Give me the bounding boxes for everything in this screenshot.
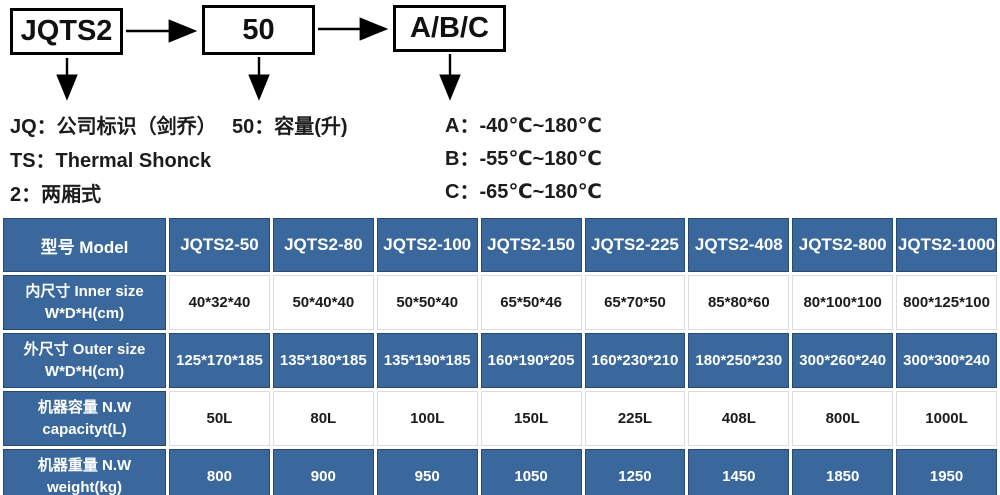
inner-size-label-en: W*D*H(cm) [44,304,125,322]
inner-size-value: 80*100*100 [792,275,894,330]
header-model-4: JQTS2-225 [584,218,686,272]
outer-size-value: 135*180*185 [272,333,374,388]
outer-size-value: 125*170*185 [169,333,270,388]
weight-value: 800 [169,449,270,495]
outer-size-value: 180*250*230 [688,333,790,388]
temp-range-code-label: A/B/C [410,12,489,44]
spec-table: 型号 Model JQTS2-50 JQTS2-80 JQTS2-100 JQT… [0,215,1000,495]
inner-size-value: 50*50*40 [376,275,478,330]
inner-size-value: 50*40*40 [272,275,374,330]
capacity-value: 150L [480,391,582,446]
capacity-label: 机器容量 N.W capacityt(L) [3,391,166,446]
prefix-legend: JQ：公司标识（剑乔） TS：Thermal Shonck 2：两厢式 [10,110,217,212]
inner-size-value: 85*80*60 [688,275,790,330]
model-prefix-label: JQTS2 [20,15,113,47]
legend-c: C：-65℃~180℃ [445,181,602,203]
outer-size-value: 160*230*210 [584,333,686,388]
capacity-code-box: 50 [202,5,315,55]
weight-value: 1250 [584,449,686,495]
table-header-row: 型号 Model JQTS2-50 JQTS2-80 JQTS2-100 JQT… [3,218,997,272]
temp-range-legend: A：-40℃~180℃ B：-55℃~180℃ C：-65℃~180℃ [445,110,602,209]
capacity-label-cn: 机器容量 N.W [37,398,132,416]
outer-size-label-en: W*D*H(cm) [44,362,125,380]
weight-row: 机器重量 N.W weight(kg) 800 900 950 1050 125… [3,449,997,495]
weight-value: 1850 [792,449,894,495]
capacity-code-label: 50 [242,13,275,46]
capacity-label-en: capacityt(L) [42,420,127,438]
capacity-value: 100L [376,391,478,446]
inner-size-value: 40*32*40 [169,275,270,330]
header-model-1: JQTS2-80 [272,218,374,272]
weight-label-cn: 机器重量 N.W [37,456,132,474]
header-model-2: JQTS2-100 [376,218,478,272]
inner-size-label-cn: 内尺寸 Inner size [25,282,144,300]
outer-size-label-cn: 外尺寸 Outer size [23,340,146,358]
weight-value: 900 [272,449,374,495]
capacity-legend: 50：容量(升) [232,110,348,144]
outer-size-row: 外尺寸 Outer size W*D*H(cm) 125*170*185 135… [3,333,997,388]
capacity-value: 800L [792,391,894,446]
header-model-label: 型号 Model [3,218,166,272]
inner-size-label: 内尺寸 Inner size W*D*H(cm) [3,275,166,330]
header-model-0: JQTS2-50 [169,218,270,272]
legend-50: 50：容量(升) [232,116,348,138]
capacity-value: 1000L [896,391,997,446]
header-model-5: JQTS2-408 [688,218,790,272]
capacity-value: 225L [584,391,686,446]
weight-label: 机器重量 N.W weight(kg) [3,449,166,495]
model-prefix-box: JQTS2 [10,8,123,55]
legend-jq: JQ：公司标识（剑乔） [10,116,217,138]
weight-value: 1950 [896,449,997,495]
weight-value: 1050 [480,449,582,495]
header-model-6: JQTS2-800 [792,218,894,272]
header-model-7: JQTS2-1000 [896,218,997,272]
model-code-diagram: JQTS2 50 A/B/C JQ：公司标识（剑乔） TS：Thermal Sh… [0,0,1000,212]
capacity-value: 408L [688,391,790,446]
inner-size-value: 65*70*50 [584,275,686,330]
outer-size-value: 135*190*185 [376,333,478,388]
outer-size-value: 300*300*240 [896,333,997,388]
weight-label-en: weight(kg) [47,478,122,495]
legend-ts: TS：Thermal Shonck [10,150,212,172]
inner-size-value: 65*50*46 [480,275,582,330]
weight-value: 950 [376,449,478,495]
outer-size-value: 160*190*205 [480,333,582,388]
legend-2: 2：两厢式 [10,184,102,206]
diagram-arrow-lines [56,17,461,101]
capacity-value: 50L [169,391,270,446]
legend-a: A：-40℃~180℃ [445,115,602,137]
legend-b: B：-55℃~180℃ [445,148,602,170]
outer-size-label: 外尺寸 Outer size W*D*H(cm) [3,333,166,388]
header-model-3: JQTS2-150 [480,218,582,272]
temp-range-code-box: A/B/C [393,5,506,52]
capacity-row: 机器容量 N.W capacityt(L) 50L 80L 100L 150L … [3,391,997,446]
outer-size-value: 300*260*240 [792,333,894,388]
inner-size-value: 800*125*100 [896,275,997,330]
weight-value: 1450 [688,449,790,495]
capacity-value: 80L [272,391,374,446]
inner-size-row: 内尺寸 Inner size W*D*H(cm) 40*32*40 50*40*… [3,275,997,330]
